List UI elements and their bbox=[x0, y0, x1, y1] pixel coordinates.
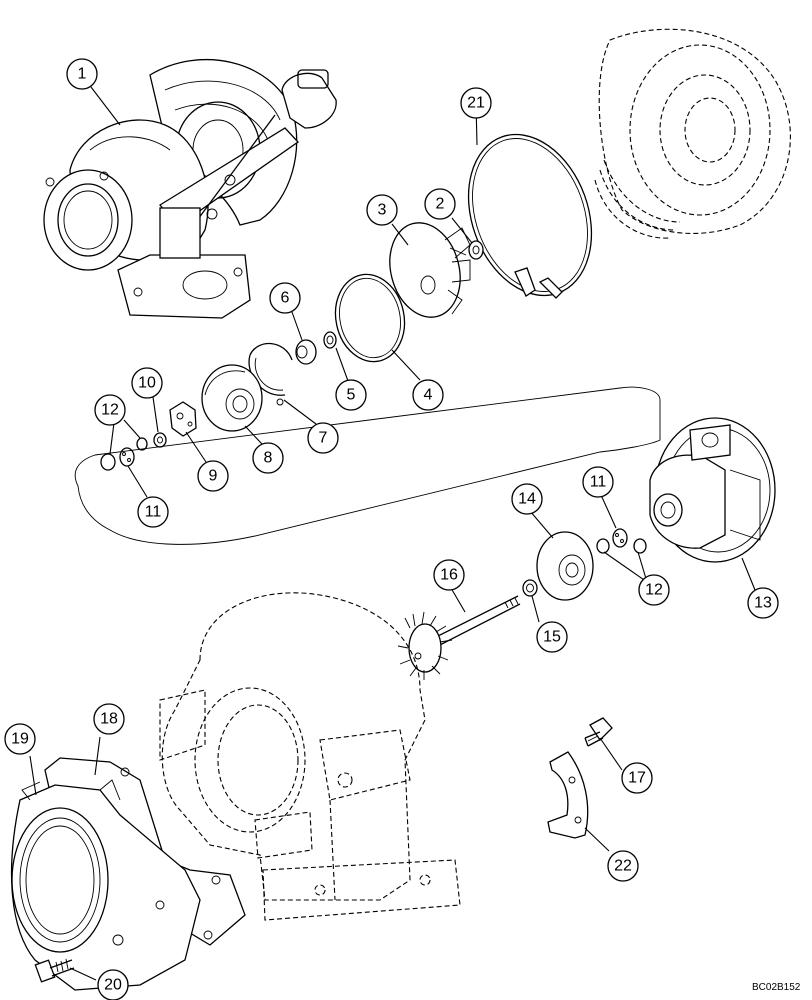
callout-label: 12 bbox=[101, 402, 119, 419]
callout-4: 4 bbox=[412, 379, 444, 411]
callout-8: 8 bbox=[252, 442, 284, 474]
callout-label: 11 bbox=[145, 504, 162, 521]
callout-label: 5 bbox=[347, 387, 356, 404]
large-snap-ring-drawing bbox=[467, 133, 593, 299]
callout-label: 17 bbox=[628, 770, 646, 787]
callout-19: 19 bbox=[4, 723, 36, 755]
callout-7: 7 bbox=[307, 422, 339, 454]
callout-label: 4 bbox=[424, 387, 433, 404]
callout-22: 22 bbox=[607, 850, 639, 882]
nut-drawing bbox=[468, 240, 484, 260]
callout-5: 5 bbox=[335, 379, 367, 411]
compressor-cover-dashed-drawing bbox=[594, 28, 791, 239]
callout-label: 21 bbox=[467, 95, 485, 112]
turbine-wheel-shaft-drawing bbox=[397, 595, 521, 680]
callout-label: 10 bbox=[138, 375, 156, 392]
leader-lines bbox=[29, 86, 756, 981]
callout-2: 2 bbox=[424, 188, 456, 220]
callout-label: 6 bbox=[281, 290, 290, 307]
callout-10: 10 bbox=[131, 367, 163, 399]
callout-label: 7 bbox=[319, 430, 328, 447]
spacer-drawing bbox=[295, 339, 317, 365]
piston-ring-drawing bbox=[522, 579, 538, 597]
bearing-and-clip-left-drawing bbox=[100, 437, 148, 471]
thrust-bearing-drawing bbox=[169, 401, 197, 437]
callout-17: 17 bbox=[621, 762, 653, 794]
retaining-ring-drawing bbox=[248, 342, 293, 406]
callout-1: 1 bbox=[66, 58, 98, 90]
callout-21: 21 bbox=[460, 87, 492, 119]
callout-label: 8 bbox=[264, 450, 273, 467]
callout-label: 14 bbox=[518, 491, 536, 508]
callout-14: 14 bbox=[511, 483, 543, 515]
assembly-group-outline bbox=[74, 386, 661, 545]
callout-label: 18 bbox=[100, 711, 118, 728]
callout-label: 15 bbox=[543, 629, 561, 646]
seal-ring-drawing bbox=[323, 331, 337, 349]
exhaust-adapter-drawing bbox=[10, 779, 201, 991]
callout-3: 3 bbox=[366, 194, 398, 226]
callout-9: 9 bbox=[197, 460, 229, 492]
thrust-collar-drawing bbox=[201, 364, 263, 432]
callout-label: 16 bbox=[440, 567, 458, 584]
callout-label: 9 bbox=[209, 468, 218, 485]
callout-11-left: 11 bbox=[137, 496, 169, 528]
callout-16: 16 bbox=[433, 559, 465, 591]
callout-label: 2 bbox=[436, 196, 445, 213]
callout-label: 3 bbox=[378, 202, 387, 219]
callout-label: 19 bbox=[11, 731, 29, 748]
callout-12-right: 12 bbox=[638, 574, 670, 606]
bolt-drawing bbox=[34, 958, 75, 983]
clamp-plate-drawing bbox=[547, 751, 589, 839]
compressor-wheel-drawing bbox=[389, 222, 471, 318]
callout-label: 12 bbox=[645, 582, 663, 599]
callout-label: 22 bbox=[614, 858, 632, 875]
callout-12-left: 12 bbox=[94, 394, 126, 426]
heat-shield-drawing bbox=[536, 531, 594, 601]
turbine-housing-dashed-drawing bbox=[159, 592, 461, 921]
callout-20: 20 bbox=[97, 969, 129, 1000]
capscrew-drawing bbox=[584, 717, 613, 747]
washer-drawing bbox=[153, 432, 167, 448]
callout-label: 13 bbox=[754, 595, 772, 612]
callout-label: 11 bbox=[590, 474, 607, 491]
callout-label: 20 bbox=[104, 977, 122, 994]
callout-6: 6 bbox=[269, 282, 301, 314]
drawing-code: BC02B152 bbox=[752, 982, 801, 993]
turbocharger-assembly-drawing bbox=[43, 58, 337, 319]
callout-label: 1 bbox=[78, 66, 87, 83]
o-ring-drawing bbox=[334, 273, 406, 363]
callout-11-right: 11 bbox=[582, 466, 614, 498]
callout-15: 15 bbox=[536, 621, 568, 653]
bearing-housing-drawing bbox=[649, 417, 776, 563]
callout-13: 13 bbox=[747, 587, 779, 619]
bearing-and-clip-right-drawing bbox=[596, 528, 647, 554]
callout-18: 18 bbox=[93, 703, 125, 735]
